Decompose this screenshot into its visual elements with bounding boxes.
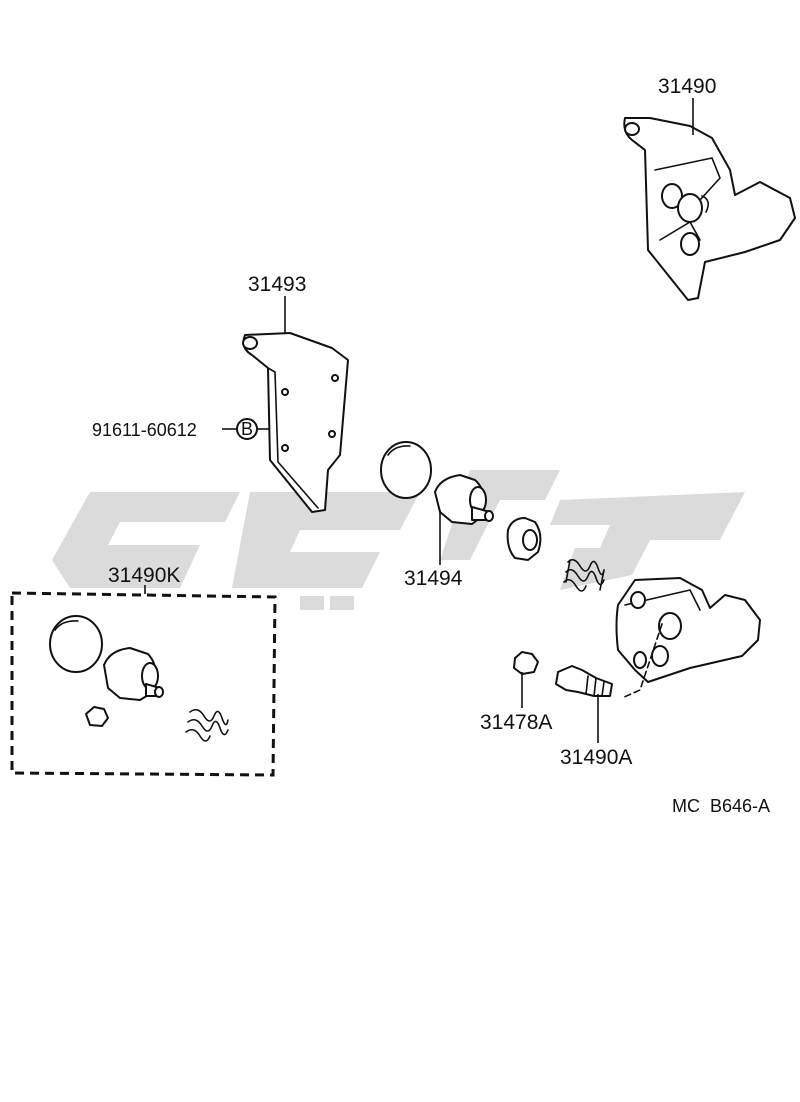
callout-31493: 31493: [248, 273, 306, 296]
callout-31494: 31494: [404, 567, 463, 590]
part-spring: [563, 558, 605, 592]
diagram-code: MC B646-A: [672, 796, 770, 816]
leader-lines: [144, 98, 694, 743]
part-31494-piston: [434, 474, 494, 525]
callout-31490a: 31490A: [560, 746, 632, 769]
part-31478a-cap: [513, 651, 539, 675]
part-cup-seal: [506, 517, 542, 561]
kit-31490k-box: [10, 591, 277, 777]
part-cylinder-housing-lower: [615, 577, 761, 699]
callout-31490: 31490: [658, 75, 716, 98]
marker-b-label: B: [241, 419, 253, 439]
callout-91611-60612: 91611-60612: [92, 420, 197, 440]
marker-b-circle: [236, 418, 258, 440]
callout-31490k: 31490K: [108, 564, 180, 587]
part-31490-assembly: [623, 117, 796, 301]
part-31490a-plug: [555, 665, 613, 697]
part-31493-bracket: [242, 332, 349, 513]
part-dust-boot: [380, 441, 432, 499]
callout-31478a: 31478A: [480, 711, 552, 734]
